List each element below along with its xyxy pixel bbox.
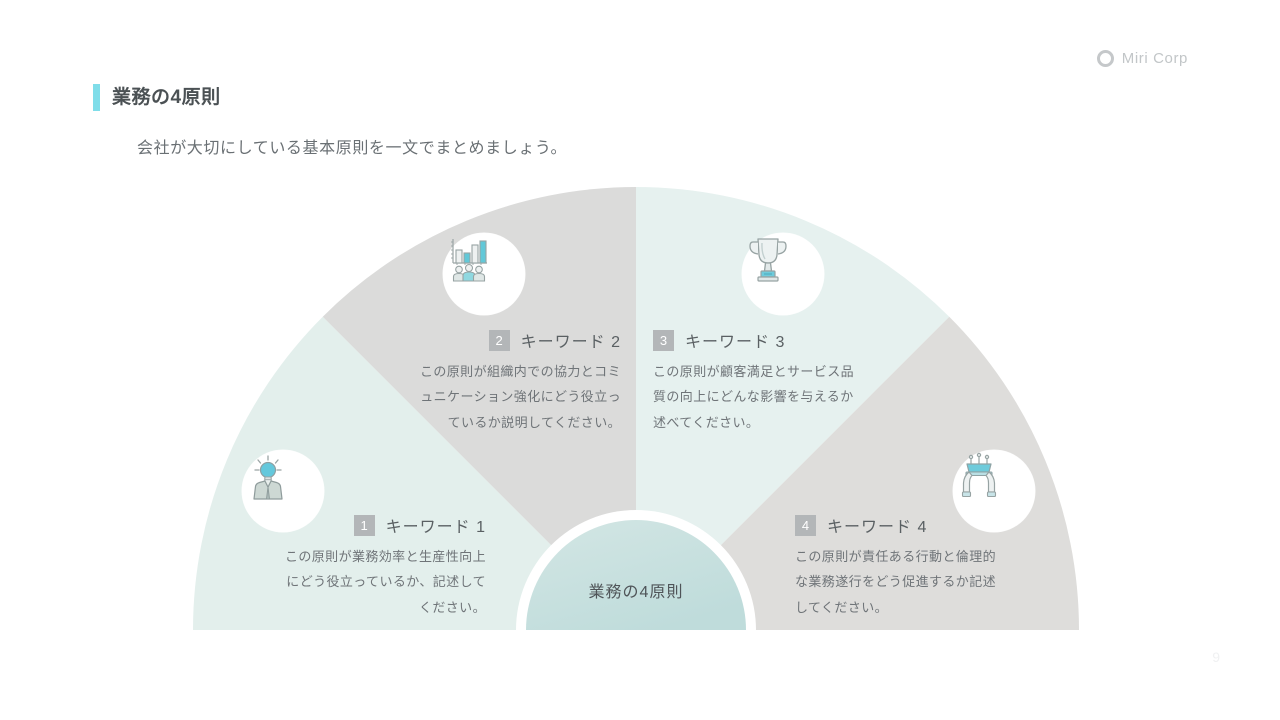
segment-3-wedge[interactable] — [636, 186, 950, 630]
segment-4-text: 4 キーワード 4 この原則が責任ある行動と倫理的な業務遂行をどう促進するか記述… — [795, 513, 1005, 620]
segment-3-icon-bubble[interactable] — [742, 233, 824, 315]
title-accent-bar — [93, 84, 100, 111]
segment-4-badge: 4 — [795, 514, 816, 536]
segment-4-heading: 4 キーワード 4 — [795, 513, 1005, 537]
hub-semicircle[interactable] — [526, 520, 746, 630]
segment-2-text: 2 キーワード 2 この原則が組織内での協力とコミュニケーション強化にどう役立っ… — [411, 328, 621, 435]
segment-1-description: この原則が業務効率と生産性向上にどう役立っているか、記述してください。 — [284, 549, 486, 615]
ring-icon — [1096, 50, 1114, 67]
segment-2-description: この原則が組織内での協力とコミュニケーション強化にどう役立っているか説明してくだ… — [419, 364, 621, 430]
page-subtitle: 会社が大切にしている基本原則を一文でまとめましょう。 — [137, 140, 568, 157]
segment-4-title: キーワード 4 — [827, 519, 928, 536]
segment-2-badge: 2 — [488, 329, 510, 351]
page-number: 9 — [1212, 649, 1220, 665]
segment-3-heading: 3 キーワード 3 — [653, 328, 863, 352]
segment-1-title: キーワード 1 — [385, 519, 486, 536]
segment-3-title: キーワード 3 — [685, 334, 786, 351]
segment-2-icon-bubble[interactable] — [443, 233, 525, 315]
segment-1-text: 1 キーワード 1 この原則が業務効率と生産性向上にどう役立っているか、記述して… — [276, 513, 486, 620]
page-title: 業務の4原則 — [112, 87, 221, 108]
segment-4-icon-bubble[interactable] — [953, 450, 1035, 532]
hands-crown-icon — [961, 452, 997, 498]
segment-2-wedge[interactable] — [322, 187, 636, 630]
brand-logo: Miri Corp — [1096, 50, 1188, 67]
segment-3-text: 3 キーワード 3 この原則が顧客満足とサービス品質の向上にどんな影響を与えるか… — [653, 328, 863, 435]
segment-4-wedge[interactable] — [636, 316, 1079, 630]
bar-chart-team-icon — [451, 239, 487, 282]
segment-3-description: この原則が顧客満足とサービス品質の向上にどんな影響を与えるか述べてください。 — [653, 364, 855, 430]
segment-1-heading: 1 キーワード 1 — [276, 513, 486, 537]
segment-1-icon-bubble[interactable] — [242, 450, 324, 532]
brand-name: Miri Corp — [1121, 50, 1188, 67]
segment-1-badge: 1 — [353, 514, 375, 536]
trophy-icon — [749, 238, 787, 282]
segment-1-wedge[interactable] — [193, 316, 636, 630]
segment-3-badge: 3 — [653, 329, 674, 351]
lightbulb-person-icon — [253, 455, 283, 500]
segment-2-title: キーワード 2 — [520, 334, 621, 351]
segment-2-heading: 2 キーワード 2 — [411, 328, 621, 352]
segment-4-description: この原則が責任ある行動と倫理的な業務遂行をどう促進するか記述してください。 — [795, 549, 997, 615]
hub-label: 業務の4原則 — [588, 584, 684, 601]
